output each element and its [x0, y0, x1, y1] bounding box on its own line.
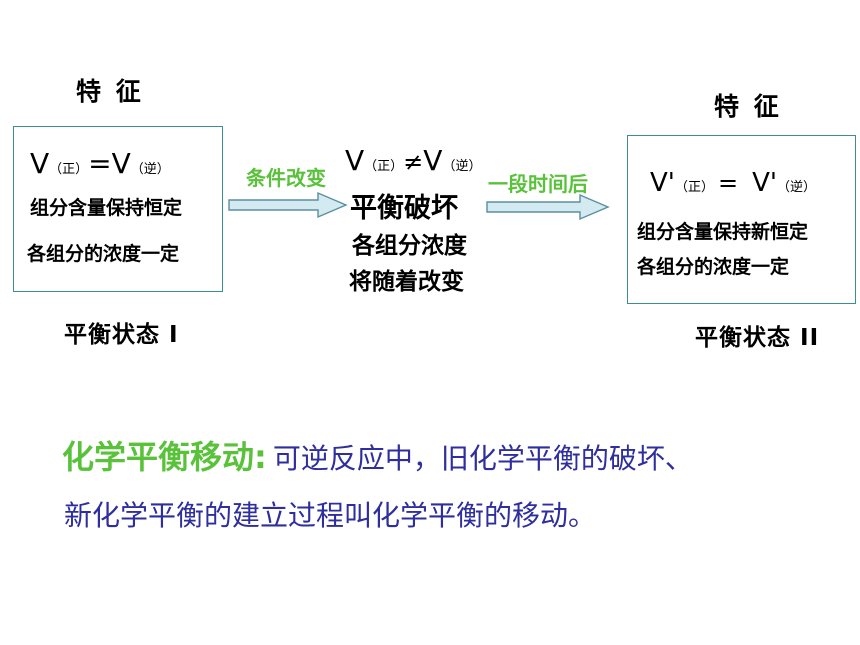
v-prime-reverse-symbol: V'	[752, 168, 777, 198]
equals-sign: =	[717, 169, 739, 197]
left-content-line: 组分含量保持恒定	[30, 197, 183, 219]
middle-velocity-inequality: V（正）≠V（逆）	[345, 144, 481, 177]
left-velocity-equation: V（正）=V（逆）	[30, 147, 170, 180]
reverse-subscript: （逆）	[442, 159, 482, 174]
right-state-box: V'（正）=V'（逆） 组分含量保持新恒定 各组分的浓度一定	[627, 135, 856, 304]
forward-subscript: （正）	[674, 180, 714, 195]
v-reverse-symbol: V	[111, 147, 131, 180]
v-reverse-symbol: V	[423, 144, 443, 177]
equals-sign: =	[88, 147, 112, 180]
definition-line-2: 新化学平衡的建立过程叫化学平衡的移动。	[64, 499, 597, 532]
will-change-text: 将随着改变	[349, 269, 464, 295]
transition-label-after-time: 一段时间后	[488, 172, 588, 196]
v-forward-symbol: V	[30, 147, 50, 180]
definition-text-1: 可逆反应中，旧化学平衡的破坏、	[272, 442, 693, 475]
not-equal-sign: ≠	[403, 148, 424, 176]
equilibrium-broken-text: 平衡破坏	[350, 193, 458, 224]
left-state-label: 平衡状态 I	[64, 322, 179, 348]
right-velocity-equation: V'（正）=V'（逆）	[650, 168, 816, 198]
definition-line-1: 化学平衡移动:可逆反应中，旧化学平衡的破坏、	[62, 432, 693, 478]
reverse-subscript: （逆）	[130, 162, 170, 177]
left-concentration-line: 各组分的浓度一定	[27, 243, 180, 265]
v-forward-symbol: V	[345, 144, 365, 177]
right-concentration-line: 各组分的浓度一定	[637, 256, 790, 278]
right-content-line: 组分含量保持新恒定	[637, 221, 809, 243]
arrow-right-2	[486, 193, 610, 221]
right-state-label: 平衡状态 II	[695, 325, 820, 351]
definition-term: 化学平衡移动:	[62, 438, 267, 476]
concentration-text: 各组分浓度	[352, 233, 467, 259]
forward-subscript: （正）	[49, 162, 89, 177]
left-feature-label: 特 征	[76, 77, 144, 106]
reverse-subscript: （逆）	[777, 180, 817, 195]
forward-subscript: （正）	[364, 159, 404, 174]
left-state-box: V（正）=V（逆） 组分含量保持恒定 各组分的浓度一定	[13, 126, 223, 292]
transition-label-condition-change: 条件改变	[246, 166, 326, 190]
v-prime-forward-symbol: V'	[650, 168, 675, 198]
arrow-right-1	[228, 191, 348, 219]
right-feature-label: 特 征	[714, 92, 782, 121]
